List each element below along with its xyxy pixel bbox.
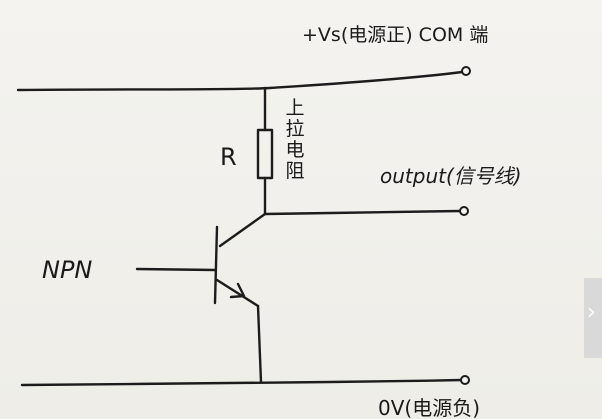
- base-input-wire: [135, 267, 217, 272]
- supply-positive-terminal: [461, 66, 471, 76]
- transistor-label: NPN: [42, 256, 93, 284]
- resistor-label: R: [220, 143, 237, 171]
- output-wire: [263, 209, 462, 216]
- collector-wire: [218, 212, 267, 248]
- supply-positive-label: +Vs(电源正) COM 端: [302, 24, 489, 46]
- supply-positive-wire: [16, 70, 464, 92]
- supply-negative-terminal: [460, 375, 470, 385]
- side-next-button[interactable]: [584, 278, 602, 358]
- chevron-right-icon[interactable]: ›: [587, 300, 596, 325]
- output-terminal: [459, 206, 469, 216]
- pullup-resistor: [256, 128, 274, 180]
- emitter-wire: [215, 278, 260, 308]
- supply-negative-wire: [20, 378, 463, 387]
- emitter-down-wire: [256, 304, 263, 384]
- supply-negative-label: 0V(电源负): [378, 396, 481, 419]
- emitter-arrow: [229, 282, 246, 299]
- output-label: output(信号线): [380, 164, 522, 188]
- transistor-base-bar: [213, 225, 219, 305]
- pullup-resistor-label: 上拉电阻: [285, 97, 305, 182]
